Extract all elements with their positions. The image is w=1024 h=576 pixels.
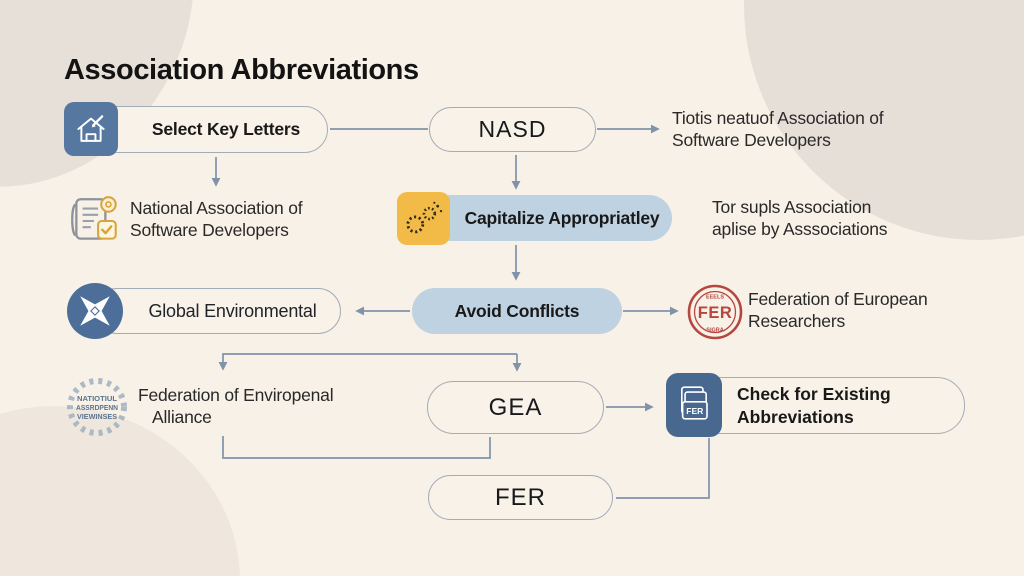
check-existing-line1: Check for Existing (737, 384, 891, 404)
select-key-letters-label: Select Key Letters (151, 119, 301, 139)
global-environmental-pill: Global Environmental (94, 288, 341, 334)
nasd-pill: NASD (429, 107, 596, 152)
gears-icon (397, 192, 450, 245)
alliance-note: Federation of Enviropenal Alliance (138, 385, 388, 429)
loop-alliance-gea (222, 436, 491, 459)
gea-label: GEA (488, 393, 543, 421)
fer-pill: FER (428, 475, 613, 520)
fer-stamp-icon: FER EEELS SIGRA (686, 283, 744, 341)
nasd-result-note: Tiotis neatuof Association of Software D… (672, 108, 922, 152)
capitalize-note-line2: aplise by Asssociations (712, 218, 888, 239)
avoid-conflicts-pill: Avoid Conflicts (412, 288, 622, 334)
star-globe-icon (67, 283, 123, 339)
nasd-result-line1: Tiotis neatuof Association of (672, 108, 884, 128)
check-existing-line2: Abbreviations (737, 406, 854, 427)
house-edit-icon (64, 102, 118, 156)
document-check-icon (66, 192, 124, 250)
stacked-docs-icon: FER (666, 373, 722, 437)
capitalize-note-line1: Tor supls Association (712, 197, 872, 217)
national-assoc-line2: Software Developers (130, 219, 289, 240)
emblem-line2: ASSRDPENN (76, 403, 118, 412)
check-existing-text: Check for Existing Abbreviations (737, 383, 947, 429)
capitalize-note: Tor supls Association aplise by Asssocia… (712, 197, 952, 241)
emblem-line1: NATIOTIUL (77, 394, 117, 403)
branch-to-alliance (218, 353, 517, 371)
page-title: Association Abbreviations (64, 54, 419, 86)
nasd-result-line2: Software Developers (672, 129, 831, 150)
nasd-label: NASD (478, 116, 547, 142)
fer-stamp-center-text: FER (698, 304, 733, 322)
alliance-line2: Alliance (152, 406, 212, 427)
gea-pill: GEA (427, 381, 604, 434)
capitalize-pill: Capitalize Appropriatley (428, 195, 672, 241)
fer-stamp-top-text: EEELS (706, 295, 724, 301)
fer-org-line1: Federation of European (748, 289, 928, 309)
fer-org-line2: Researchers (748, 310, 846, 331)
avoid-conflicts-label: Avoid Conflicts (454, 300, 580, 321)
select-key-letters-pill: Select Key Letters (90, 106, 328, 153)
fer-org-note: Federation of European Researchers (748, 289, 988, 333)
alliance-line1: Federation of Enviropenal (138, 385, 334, 405)
fer-stamp-bottom-text: SIGRA (706, 328, 723, 334)
line-check-to-fer (616, 438, 710, 499)
capitalize-label: Capitalize Appropriatley (464, 207, 660, 228)
global-environmental-label: Global Environmental (148, 300, 317, 321)
wreath-emblem-icon: NATIOTIUL ASSRDPENN VIEWINSES (66, 376, 128, 438)
national-assoc-line1: National Association of (130, 198, 303, 218)
national-assoc-note: National Association of Software Develop… (130, 198, 380, 242)
stacked-docs-label: FER (686, 406, 703, 416)
emblem-line3: VIEWINSES (77, 412, 117, 421)
fer-label: FER (495, 483, 546, 511)
